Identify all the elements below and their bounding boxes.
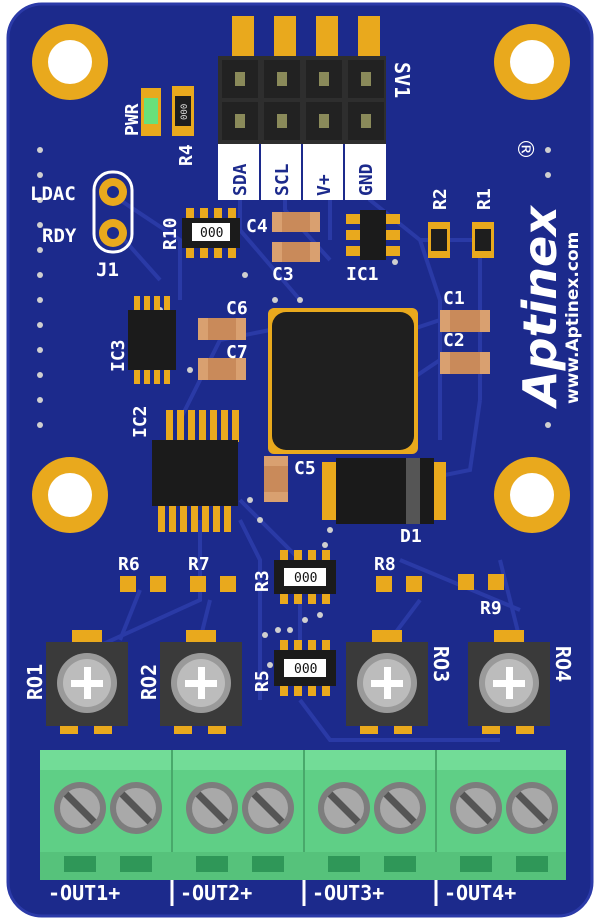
brand-website: www.Aptinex.com bbox=[563, 232, 583, 404]
chip-ic1: IC1 bbox=[346, 210, 400, 285]
label-r10: R10 bbox=[160, 217, 181, 250]
resistor-pads: R6 R7 R8 R9 bbox=[118, 554, 504, 619]
capacitors-c6-c7: C6 C7 bbox=[198, 298, 248, 380]
resistor-array-r10: 000 R10 bbox=[160, 208, 240, 258]
label-c2: C2 bbox=[443, 330, 465, 351]
screw-terminal-block bbox=[40, 750, 566, 880]
label-r8: R8 bbox=[374, 554, 396, 575]
header-pin-label-scl: SCL bbox=[272, 163, 293, 196]
diode-d1: D1 bbox=[322, 458, 446, 547]
power-led: 000 PWR R4 bbox=[122, 86, 197, 166]
resistor-arrays-r3-r5: 000 000 R3 R5 bbox=[252, 550, 336, 696]
chip-ic2: IC2 bbox=[130, 405, 239, 532]
brand-registered-mark: ® bbox=[512, 138, 537, 160]
label-r1: R1 bbox=[474, 188, 495, 210]
label-r7: R7 bbox=[188, 554, 210, 575]
resistors-r1-r2: R2 R1 bbox=[428, 188, 495, 258]
trim-pot-ro2 bbox=[160, 630, 242, 734]
resistor-r4-code: 000 bbox=[180, 104, 190, 120]
label-pwr: PWR bbox=[122, 103, 143, 136]
label-ldac: LDAC bbox=[30, 183, 76, 205]
label-ro3: RO3 bbox=[429, 646, 453, 682]
label-c5: C5 bbox=[294, 458, 316, 479]
label-j1: J1 bbox=[96, 259, 119, 281]
chip-ic3: IC3 bbox=[108, 296, 176, 384]
header-sv1: SDA SCL V+ GND SV1 bbox=[218, 16, 414, 200]
label-ic3: IC3 bbox=[108, 339, 129, 372]
trim-pot-ro1 bbox=[46, 630, 128, 734]
header-pin-label-gnd: GND bbox=[356, 163, 377, 196]
label-r2: R2 bbox=[430, 188, 451, 210]
label-r3: R3 bbox=[252, 570, 273, 592]
capacitor-c4-c3: C4 C3 bbox=[246, 212, 320, 285]
r5-code: 000 bbox=[294, 662, 317, 677]
label-rdy: RDY bbox=[42, 225, 77, 247]
label-c1: C1 bbox=[443, 288, 465, 309]
trim-pot-ro3 bbox=[346, 630, 428, 734]
label-c3: C3 bbox=[272, 264, 294, 285]
main-mcu-chip bbox=[268, 308, 418, 454]
capacitor-c5: C5 bbox=[264, 456, 316, 502]
brand-logo: Aptinex bbox=[513, 205, 567, 409]
label-ro4: RO4 bbox=[551, 646, 575, 682]
label-c4: C4 bbox=[246, 216, 268, 237]
label-c6: C6 bbox=[226, 298, 248, 319]
header-pin-label-vplus: V+ bbox=[314, 174, 335, 196]
r3-code: 000 bbox=[294, 571, 317, 586]
mounting-holes bbox=[32, 24, 570, 533]
label-r4: R4 bbox=[176, 144, 197, 166]
label-ic1: IC1 bbox=[346, 264, 379, 285]
output-labels: -OUT1+ -OUT2+ -OUT3+ -OUT4+ bbox=[40, 880, 566, 906]
label-c7: C7 bbox=[226, 342, 248, 363]
label-r6: R6 bbox=[118, 554, 140, 575]
label-out1: -OUT1+ bbox=[48, 881, 120, 905]
label-out4: -OUT4+ bbox=[444, 881, 516, 905]
label-out2: -OUT2+ bbox=[180, 881, 252, 905]
terminal-screws bbox=[54, 782, 558, 834]
label-ro2: RO2 bbox=[137, 664, 161, 700]
label-ic2: IC2 bbox=[130, 405, 151, 438]
label-r5: R5 bbox=[252, 670, 273, 692]
header-label-sv1: SV1 bbox=[390, 62, 414, 98]
header-pin-label-sda: SDA bbox=[230, 163, 251, 196]
r10-code: 000 bbox=[200, 226, 223, 241]
label-d1: D1 bbox=[400, 526, 422, 547]
label-out3: -OUT3+ bbox=[312, 881, 384, 905]
capacitors-c1-c2: C1 C2 bbox=[440, 288, 490, 374]
jumper-j1: LDAC RDY J1 bbox=[30, 170, 134, 281]
vias bbox=[37, 147, 551, 668]
label-r9: R9 bbox=[480, 598, 502, 619]
trim-pot-ro4 bbox=[468, 630, 550, 734]
label-ro1: RO1 bbox=[23, 664, 47, 700]
